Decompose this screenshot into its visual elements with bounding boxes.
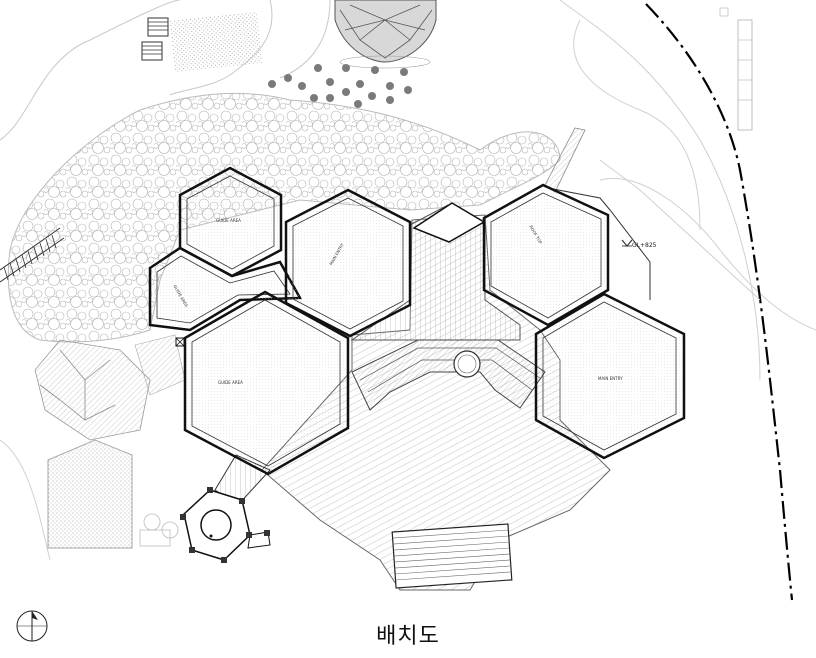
path-curve [559,0,761,381]
site-boundary-line [0,0,181,141]
path-curve [279,0,331,79]
property-line [645,3,794,601]
stone-garden [7,92,561,343]
level-label: GL+825 [632,242,657,249]
tree-dots [268,64,412,108]
fence-ladder [0,227,65,283]
path-curve [573,19,701,231]
bench-group [141,11,263,73]
room-5-label: GUIDE AREA [218,380,243,385]
north-arrow-icon [16,610,48,642]
path-curve [599,178,816,331]
path-curve [599,159,761,301]
level-marker: GL+825 [621,239,657,249]
hex-pavilion [180,487,271,563]
hex-room-5: GUIDE AREA [183,290,350,476]
lattice-garden [34,334,186,441]
entry-wall [547,187,651,300]
hex-room-3: MAIN ENTRY [284,188,412,338]
level-marker-icon [621,239,633,247]
room-1-label: GUIDE AREA [216,218,241,223]
drawing-title: 배치도 [376,624,440,649]
path-curve [169,0,273,96]
geodesic-dome [334,0,437,69]
hex-room-6: MAIN ENTRY [534,292,686,460]
hex-room-4: ROOF TOP [482,183,610,327]
gravel-plot [47,439,133,549]
room-6-label: MAIN ENTRY [598,376,623,381]
deck-bench [391,523,513,589]
parking-strip [737,19,753,131]
seating-group [139,513,179,547]
path-curve [0,439,51,561]
